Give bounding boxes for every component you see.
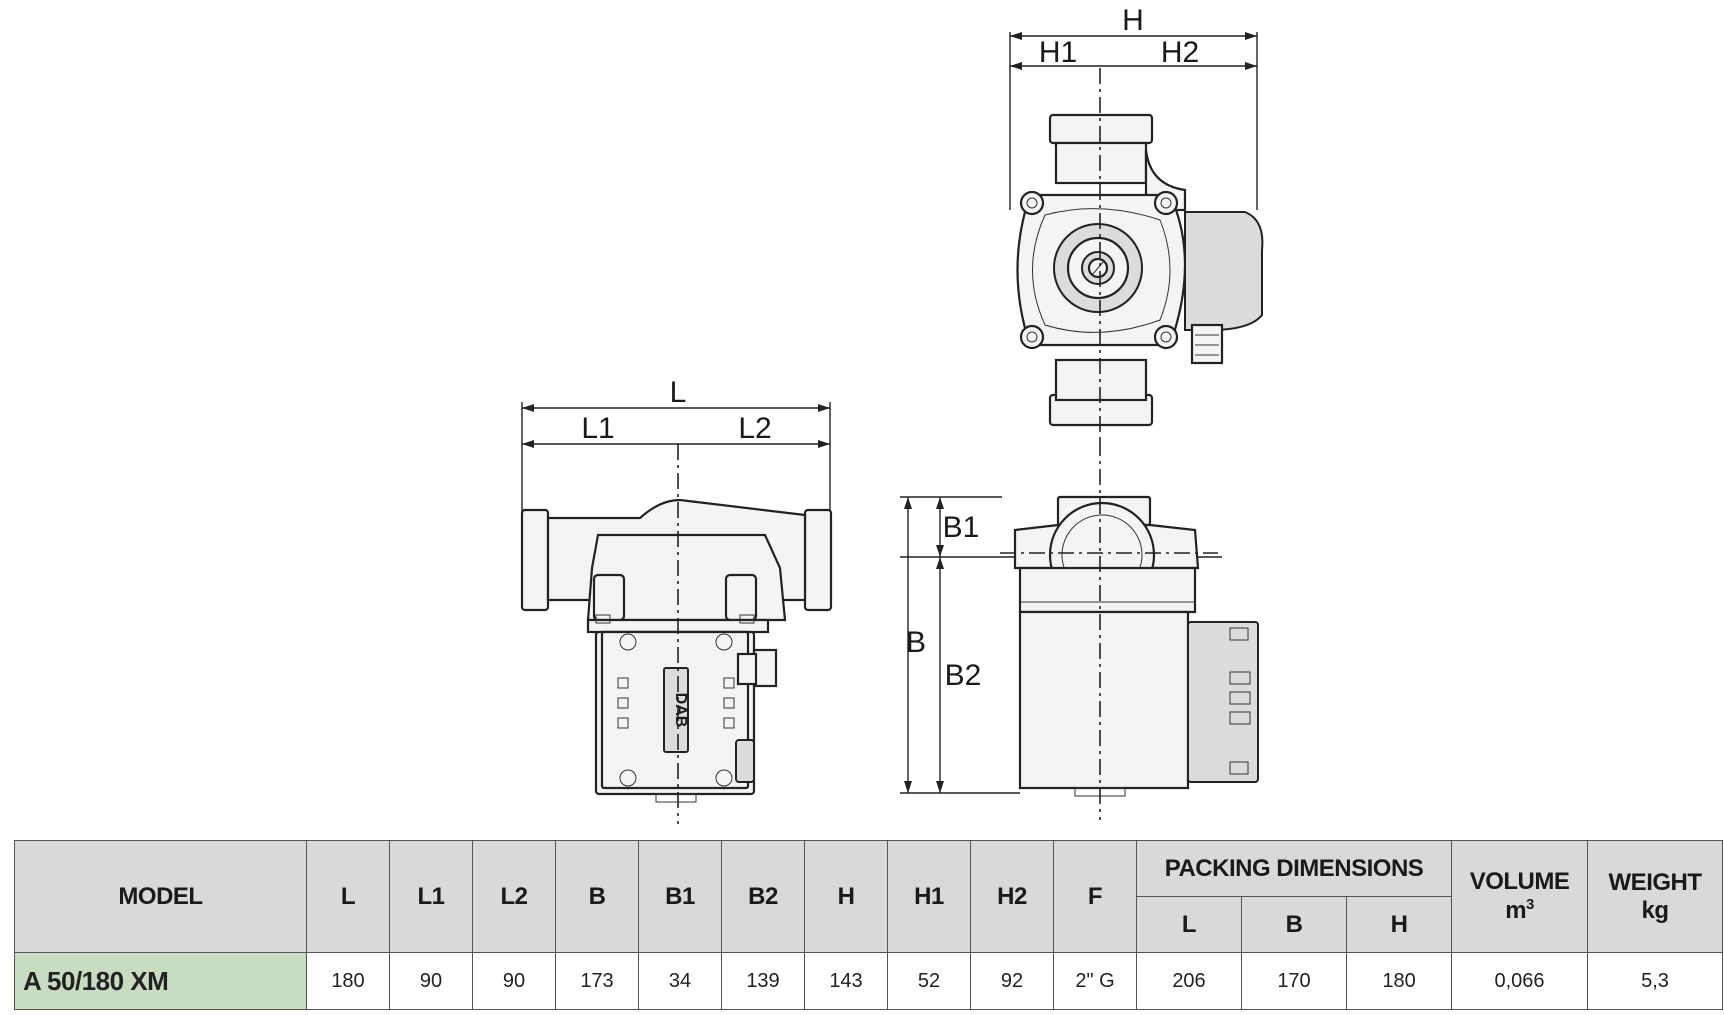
dim-l-label: L xyxy=(670,376,687,409)
volume-unit-sup: 3 xyxy=(1526,896,1534,913)
dim-l2-label: L2 xyxy=(738,412,771,445)
header-volume-unit: m3 xyxy=(1452,896,1587,925)
front-view: L L1 L2 DAB xyxy=(520,376,833,824)
header-f: F xyxy=(1053,840,1137,953)
cell-h1: 52 xyxy=(887,952,971,1010)
dim-b1-label: B1 xyxy=(943,511,980,544)
cell-model: A 50/180 XM xyxy=(14,952,307,1010)
header-l2: L2 xyxy=(472,840,556,953)
top-view: H H1 H2 xyxy=(1009,4,1264,440)
cell-b2: 139 xyxy=(721,952,805,1010)
header-h1: H1 xyxy=(887,840,971,953)
volume-unit-base: m xyxy=(1505,897,1527,924)
header-weight: WEIGHT kg xyxy=(1587,840,1724,953)
header-l: L xyxy=(306,840,390,953)
table-row: A 50/180 XM 180 90 90 173 34 139 143 52 … xyxy=(14,952,1724,1010)
dim-h1-label: H1 xyxy=(1039,36,1077,69)
dim-l1-label: L1 xyxy=(581,412,614,445)
cell-volume: 0,066 xyxy=(1451,952,1589,1010)
header-volume-label: VOLUME xyxy=(1469,868,1570,895)
header-packing-b: B xyxy=(1241,896,1347,953)
header-model: MODEL xyxy=(14,840,307,953)
header-l1: L1 xyxy=(389,840,473,953)
header-h2: H2 xyxy=(970,840,1054,953)
cell-b: 173 xyxy=(555,952,639,1010)
header-h: H xyxy=(804,840,888,953)
dim-b2-label: B2 xyxy=(945,659,982,692)
technical-drawing: H H1 H2 xyxy=(520,4,1264,824)
spec-table: MODEL L L1 L2 B B1 B2 H H1 H2 F PACKING … xyxy=(14,840,1724,1010)
header-volume: VOLUME m3 xyxy=(1451,840,1589,953)
cell-packing-b: 170 xyxy=(1241,952,1347,1010)
header-packing-l: L xyxy=(1136,896,1242,953)
header-packing-dimensions: PACKING DIMENSIONS xyxy=(1135,840,1453,897)
side-view: B B1 B2 xyxy=(900,440,1259,820)
header-packing-h: H xyxy=(1345,896,1453,953)
cell-packing-l: 206 xyxy=(1136,952,1242,1010)
header-b1: B1 xyxy=(638,840,722,953)
cell-f: 2" G xyxy=(1053,952,1137,1010)
header-b: B xyxy=(555,840,639,953)
cell-h2: 92 xyxy=(970,952,1054,1010)
header-b2: B2 xyxy=(721,840,805,953)
cell-weight: 5,3 xyxy=(1587,952,1724,1010)
dim-h2-label: H2 xyxy=(1161,36,1199,69)
dab-logo-text: DAB xyxy=(672,693,689,728)
dim-h-label: H xyxy=(1122,4,1144,37)
cell-l2: 90 xyxy=(472,952,556,1010)
cell-b1: 34 xyxy=(638,952,722,1010)
cell-l: 180 xyxy=(306,952,390,1010)
cell-l1: 90 xyxy=(389,952,473,1010)
header-weight-unit: kg xyxy=(1641,896,1670,924)
header-weight-label: WEIGHT xyxy=(1608,868,1703,896)
cell-h: 143 xyxy=(804,952,888,1010)
dim-b-label: B xyxy=(906,626,926,659)
cell-packing-h: 180 xyxy=(1345,952,1453,1010)
